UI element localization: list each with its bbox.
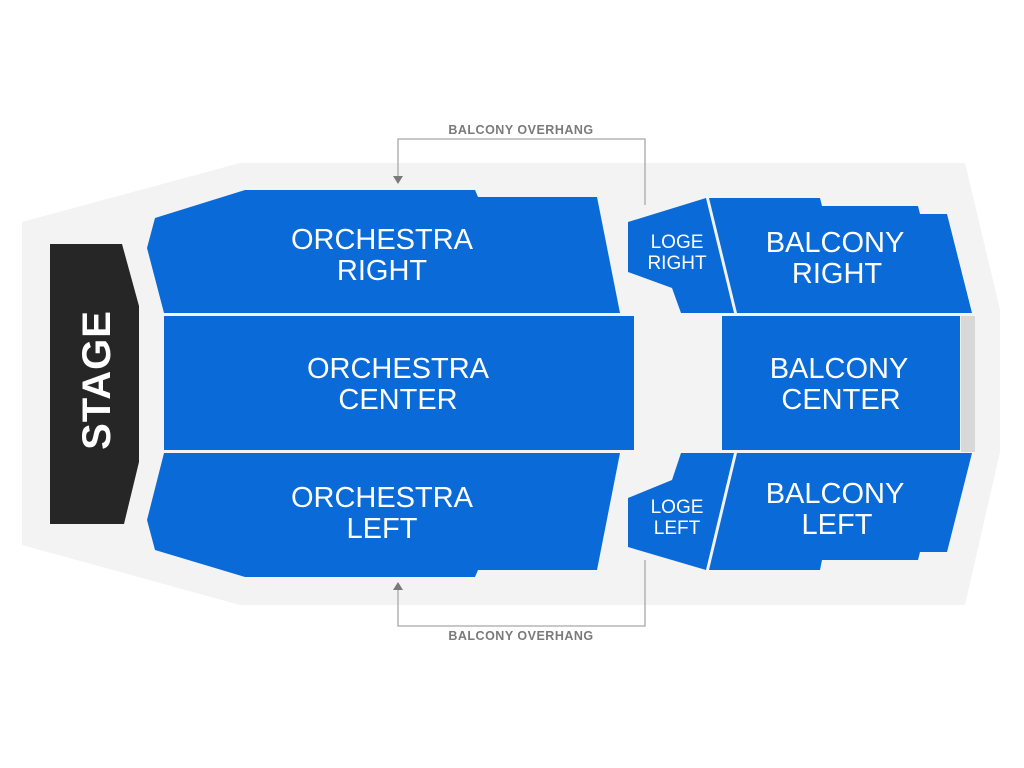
orchestra-left-shape[interactable] xyxy=(147,453,620,577)
rear-wall xyxy=(961,316,975,452)
balcony-center-shape[interactable] xyxy=(722,316,960,450)
section-orchestra-center[interactable]: ORCHESTRA CENTER xyxy=(164,316,634,450)
overhang-bottom-label: BALCONY OVERHANG xyxy=(448,629,593,643)
orchestra-right-shape[interactable] xyxy=(147,190,620,313)
balcony-overhang-bottom: BALCONY OVERHANG xyxy=(393,560,646,643)
section-balcony-center[interactable]: BALCONY CENTER xyxy=(722,316,960,450)
overhang-top-line xyxy=(397,138,646,205)
section-orchestra-left[interactable]: ORCHESTRA LEFT xyxy=(147,453,620,577)
balcony-left-shape[interactable] xyxy=(709,453,972,570)
stage-label: STAGE xyxy=(75,310,119,450)
overhang-bottom-line xyxy=(397,560,646,627)
orchestra-center-shape[interactable] xyxy=(164,316,634,450)
overhang-top-arrow xyxy=(393,176,403,184)
overhang-bottom-arrow xyxy=(393,582,403,590)
loge-left-shape[interactable] xyxy=(628,453,734,570)
balcony-overhang-top: BALCONY OVERHANG xyxy=(393,123,646,205)
section-orchestra-right[interactable]: ORCHESTRA RIGHT xyxy=(147,190,620,313)
section-balcony-right[interactable]: BALCONY RIGHT xyxy=(709,198,972,313)
stage: STAGE xyxy=(50,244,139,524)
balcony-right-shape[interactable] xyxy=(709,198,972,313)
overhang-top-label: BALCONY OVERHANG xyxy=(448,123,593,137)
stage-shape xyxy=(50,244,139,524)
loge-right-shape[interactable] xyxy=(628,198,734,313)
